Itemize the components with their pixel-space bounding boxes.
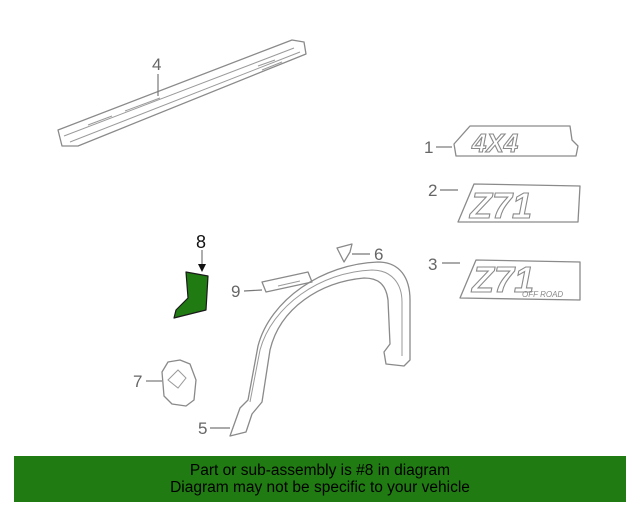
badge-z71-offroad-text: Z71 bbox=[471, 259, 534, 300]
badge-z71-part[interactable]: Z71 bbox=[457, 183, 581, 227]
callout-7[interactable]: 7 bbox=[133, 372, 142, 391]
badge-z71-text: Z71 bbox=[469, 185, 532, 226]
badge-4x4-part[interactable]: 4X4 bbox=[453, 125, 579, 159]
badge-4x4-text: 4X4 bbox=[471, 128, 519, 158]
banner-line-2: Diagram may not be specific to your vehi… bbox=[170, 479, 470, 496]
sill-plate-part[interactable] bbox=[57, 39, 307, 147]
callout-6[interactable]: 6 bbox=[374, 245, 383, 264]
badge-offroad-label: OFF ROAD bbox=[522, 290, 563, 299]
callout-4[interactable]: 4 bbox=[152, 55, 161, 74]
info-banner: Part or sub-assembly is #8 in diagram Di… bbox=[14, 456, 626, 502]
leader-8-arrowhead bbox=[198, 264, 206, 272]
callout-1[interactable]: 1 bbox=[424, 138, 433, 157]
leader-9 bbox=[243, 289, 263, 292]
wheel-flare-part[interactable] bbox=[229, 261, 411, 437]
clip-part[interactable] bbox=[336, 243, 353, 263]
guard-part[interactable] bbox=[161, 359, 197, 407]
tape-strip-part[interactable] bbox=[261, 271, 313, 293]
callout-2[interactable]: 2 bbox=[428, 181, 437, 200]
callout-5[interactable]: 5 bbox=[198, 419, 207, 438]
callout-9[interactable]: 9 bbox=[231, 282, 240, 301]
highlighted-part-8[interactable] bbox=[173, 271, 209, 319]
callout-3[interactable]: 3 bbox=[428, 255, 437, 274]
badge-z71-offroad-part[interactable]: Z71 OFF ROAD bbox=[459, 258, 581, 301]
parts-diagram: 4 4X4 1 Z71 2 Z71 OFF ROAD 3 6 9 5 bbox=[57, 39, 581, 438]
banner-line-1: Part or sub-assembly is #8 in diagram bbox=[189, 462, 451, 479]
callout-8[interactable]: 8 bbox=[196, 232, 206, 252]
